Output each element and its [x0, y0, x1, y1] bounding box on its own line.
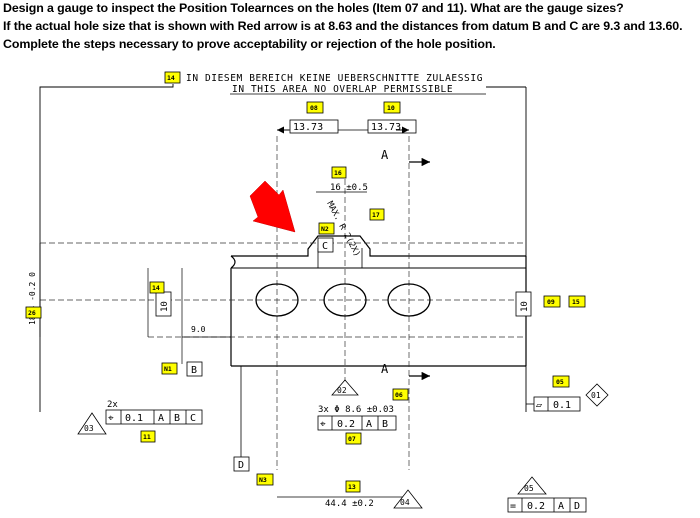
- right-dimension-10: 10: [515, 291, 532, 317]
- balloon-n3: N3: [256, 473, 274, 486]
- balloon-05: 05: [552, 375, 570, 388]
- fcf-flatness-group: ▱ 0.1 01: [526, 383, 609, 412]
- fcf-hole-position: ⌖ 0.2 A B: [317, 415, 397, 431]
- balloon-14-left: 14: [149, 281, 165, 294]
- part-outline: [230, 235, 527, 367]
- svg-text:0.2: 0.2: [527, 501, 545, 512]
- svg-text:=: =: [510, 501, 516, 512]
- balloon-06: 06: [392, 388, 409, 401]
- left-dimensions: 18.4 -0.2 0 10 9.0: [28, 243, 231, 364]
- balloons: 14 08 10 16 17 N2 14 26 09 15 N1 05 06 0…: [25, 71, 586, 493]
- svg-text:A: A: [366, 419, 372, 430]
- svg-text:N2: N2: [321, 225, 329, 233]
- balloon-10: 10: [383, 101, 401, 114]
- svg-text:10: 10: [387, 104, 395, 112]
- svg-text:B: B: [174, 413, 180, 424]
- svg-text:D: D: [238, 460, 244, 471]
- svg-text:A: A: [558, 501, 564, 512]
- area-frame: [39, 84, 527, 412]
- slot-width: 16 ±0.5: [330, 183, 368, 193]
- section-label-bottom: A: [381, 362, 389, 376]
- svg-text:B: B: [191, 365, 197, 376]
- fcf-left-group: 2x ⌖ 0.1 A B C 03: [77, 400, 203, 435]
- length-dimension: 44.4 ±0.2 04: [277, 489, 423, 509]
- note-german: IN DIESEM BEREICH KEINE UEBERSCHNITTE ZU…: [186, 73, 483, 84]
- hole-middle: [323, 283, 367, 317]
- svg-text:13: 13: [348, 483, 356, 491]
- svg-text:09: 09: [547, 298, 555, 306]
- question-line-3: Complete the steps necessary to prove ac…: [3, 37, 496, 51]
- hole-left: [255, 283, 299, 317]
- balloon-17: 17: [369, 208, 385, 221]
- balloon-11: 11: [140, 430, 156, 443]
- hole-size: 3x Φ 8.6 ±0.03: [318, 405, 394, 415]
- diamond-01: 01: [591, 391, 601, 400]
- note-english: IN THIS AREA NO OVERLAP PERMISSIBLE: [232, 84, 453, 95]
- svg-text:C: C: [190, 413, 196, 424]
- ten-left: 10: [160, 301, 170, 312]
- balloon-08: 08: [306, 101, 324, 114]
- top-dimensions: 13.73 13.73: [277, 119, 417, 134]
- triangle-05: 05: [524, 484, 534, 493]
- svg-text:14: 14: [152, 284, 160, 292]
- svg-text:B: B: [382, 419, 388, 430]
- svg-text:A: A: [158, 413, 164, 424]
- question-line-1: Design a gauge to inspect the Position T…: [3, 1, 624, 15]
- balloon-14-top: 14: [164, 71, 181, 84]
- svg-text:11: 11: [143, 433, 151, 441]
- svg-text:0.1: 0.1: [553, 400, 571, 411]
- svg-text:N1: N1: [164, 365, 172, 373]
- triangle-03: 03: [84, 424, 94, 433]
- position-symbol: ⌖: [320, 419, 326, 430]
- svg-text:14: 14: [167, 74, 175, 82]
- svg-text:26: 26: [28, 309, 36, 317]
- hole-callout: 02 3x Φ 8.6 ±0.03 ⌖ 0.2 A B: [317, 379, 397, 431]
- length-value: 44.4 ±0.2: [325, 499, 374, 509]
- balloon-n2: N2: [318, 222, 335, 235]
- balloon-26: 26: [25, 306, 42, 319]
- datum-c: C: [317, 237, 334, 253]
- svg-text:16: 16: [334, 169, 342, 177]
- offset-dim: 9.0: [191, 325, 206, 334]
- svg-text:▱: ▱: [536, 400, 542, 411]
- no-overlap-note: IN DIESEM BEREICH KEINE UEBERSCHNITTE ZU…: [186, 73, 486, 95]
- ten-right: 10: [520, 301, 530, 312]
- balloon-16: 16: [331, 166, 347, 179]
- svg-text:0.2: 0.2: [337, 419, 355, 430]
- hole-right: [387, 283, 431, 317]
- position-symbol: ⌖: [108, 413, 114, 424]
- fcf-parallel-group: 05 = 0.2 A D: [507, 476, 587, 513]
- question-line-2: If the actual hole size that is shown wi…: [3, 19, 683, 33]
- svg-text:0.1: 0.1: [125, 413, 143, 424]
- dim-10-value: 13.73: [371, 122, 401, 133]
- red-arrow: [249, 180, 296, 233]
- balloon-09: 09: [543, 295, 561, 308]
- balloon-n1: N1: [161, 362, 178, 375]
- svg-text:N3: N3: [259, 476, 267, 484]
- balloon-13: 13: [345, 480, 361, 493]
- balloon-15: 15: [568, 295, 586, 308]
- datum-d: D: [233, 366, 250, 472]
- svg-text:C: C: [322, 241, 328, 252]
- svg-text:17: 17: [372, 211, 380, 219]
- section-arrows: A A: [381, 148, 430, 381]
- svg-text:2x: 2x: [107, 400, 118, 410]
- triangle-04: 04: [400, 498, 410, 507]
- triangle-02: 02: [337, 386, 347, 395]
- holes: [255, 283, 431, 317]
- dim-08-value: 13.73: [293, 122, 323, 133]
- svg-text:15: 15: [572, 298, 580, 306]
- svg-text:05: 05: [556, 378, 564, 386]
- height-dim: 18.4 -0.2 0: [28, 272, 37, 325]
- datum-b: B: [186, 361, 203, 377]
- svg-text:08: 08: [310, 104, 318, 112]
- svg-text:D: D: [574, 501, 580, 512]
- balloon-07: 07: [345, 432, 362, 445]
- section-label-top: A: [381, 148, 389, 162]
- svg-text:07: 07: [348, 435, 356, 443]
- question-text: Design a gauge to inspect the Position T…: [0, 0, 700, 58]
- svg-text:06: 06: [395, 391, 403, 399]
